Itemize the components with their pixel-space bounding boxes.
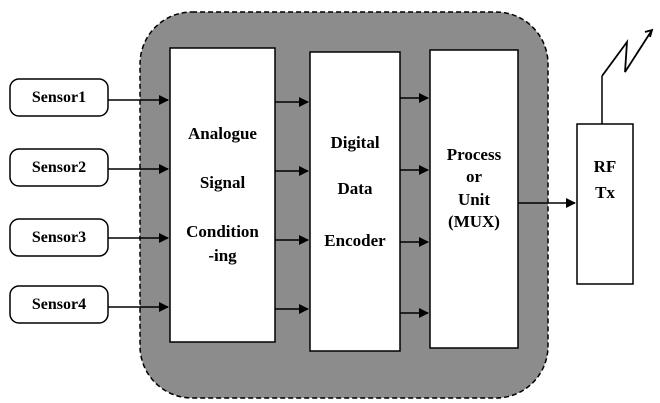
rf-label-line-2: Tx: [595, 183, 615, 202]
sensor3-label: Sensor3: [31, 229, 87, 246]
sensor1-label: Sensor1: [31, 89, 87, 106]
encoder-label-line-1: Digital: [330, 133, 380, 152]
rf-label-line-1: RF: [593, 157, 617, 176]
analogue-signal-conditioning-block: [169, 47, 276, 343]
processor-label-line-4: (MUX): [448, 212, 500, 231]
conditioning-label-line-3: Condition: [186, 222, 259, 241]
digital-data-encoder-block: [309, 51, 401, 352]
encoder-label-line-2: Data: [337, 179, 373, 198]
sensor-box-2: [9, 148, 109, 187]
processor-label-line-2: or: [465, 167, 483, 186]
conditioning-label-line-4: -ing: [208, 246, 237, 265]
rf-tx-block: [576, 123, 634, 285]
processor-unit-mux-block: [429, 49, 519, 349]
sensor-box-1: [9, 78, 109, 117]
processor-label-line-1: Process: [446, 145, 502, 164]
antenna-icon: [601, 28, 654, 124]
sensor4-label: Sensor4: [31, 296, 87, 313]
processor-label-line-3: Unit: [457, 190, 491, 209]
sensor-box-4: [9, 285, 109, 324]
encoder-label-line-3: Encoder: [324, 231, 386, 250]
sensor2-label: Sensor2: [31, 159, 87, 176]
conditioning-label-line-2: Signal: [199, 173, 246, 192]
conditioning-label-line-1: Analogue: [188, 124, 257, 143]
